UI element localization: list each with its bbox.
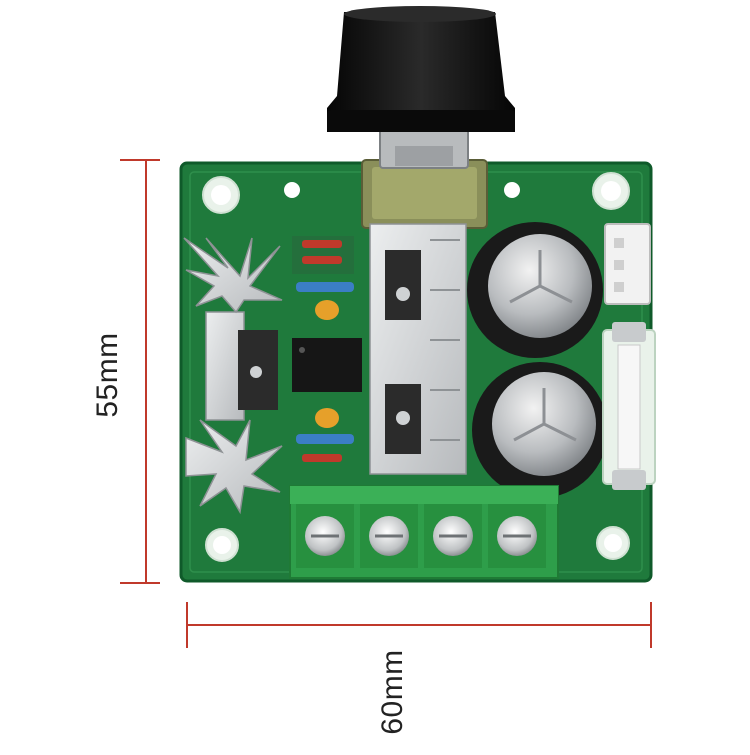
fuse bbox=[602, 322, 656, 490]
capacitor-bottom bbox=[472, 362, 608, 498]
width-dimension-line bbox=[186, 602, 652, 648]
mosfet-top bbox=[385, 250, 421, 320]
heatsink-center bbox=[369, 223, 467, 475]
small-hole bbox=[504, 182, 520, 198]
capacitor-top bbox=[467, 222, 603, 358]
mounting-hole-top-left bbox=[202, 176, 240, 214]
potentiometer-knob bbox=[327, 6, 515, 132]
mounting-hole-top-right bbox=[592, 172, 630, 210]
mounting-hole-bottom-right bbox=[596, 526, 630, 560]
terminal-screw-2 bbox=[360, 504, 418, 568]
terminal-block bbox=[289, 485, 559, 579]
control-circuit bbox=[292, 236, 362, 462]
white-connector bbox=[604, 223, 651, 305]
mounting-holes bbox=[202, 172, 630, 562]
terminal-screw-4 bbox=[488, 504, 546, 568]
mounting-hole-bottom-left bbox=[205, 528, 239, 562]
width-dimension-label: 60mm bbox=[376, 649, 409, 735]
heatsink-left bbox=[183, 237, 283, 515]
terminal-screw-3 bbox=[424, 504, 482, 568]
height-dimension-label: 55mm bbox=[91, 332, 124, 418]
ic-chip bbox=[292, 338, 362, 392]
small-hole bbox=[284, 182, 300, 198]
height-dimension-line bbox=[120, 159, 160, 584]
potentiometer bbox=[361, 127, 488, 229]
terminal-screw-1 bbox=[296, 504, 354, 568]
